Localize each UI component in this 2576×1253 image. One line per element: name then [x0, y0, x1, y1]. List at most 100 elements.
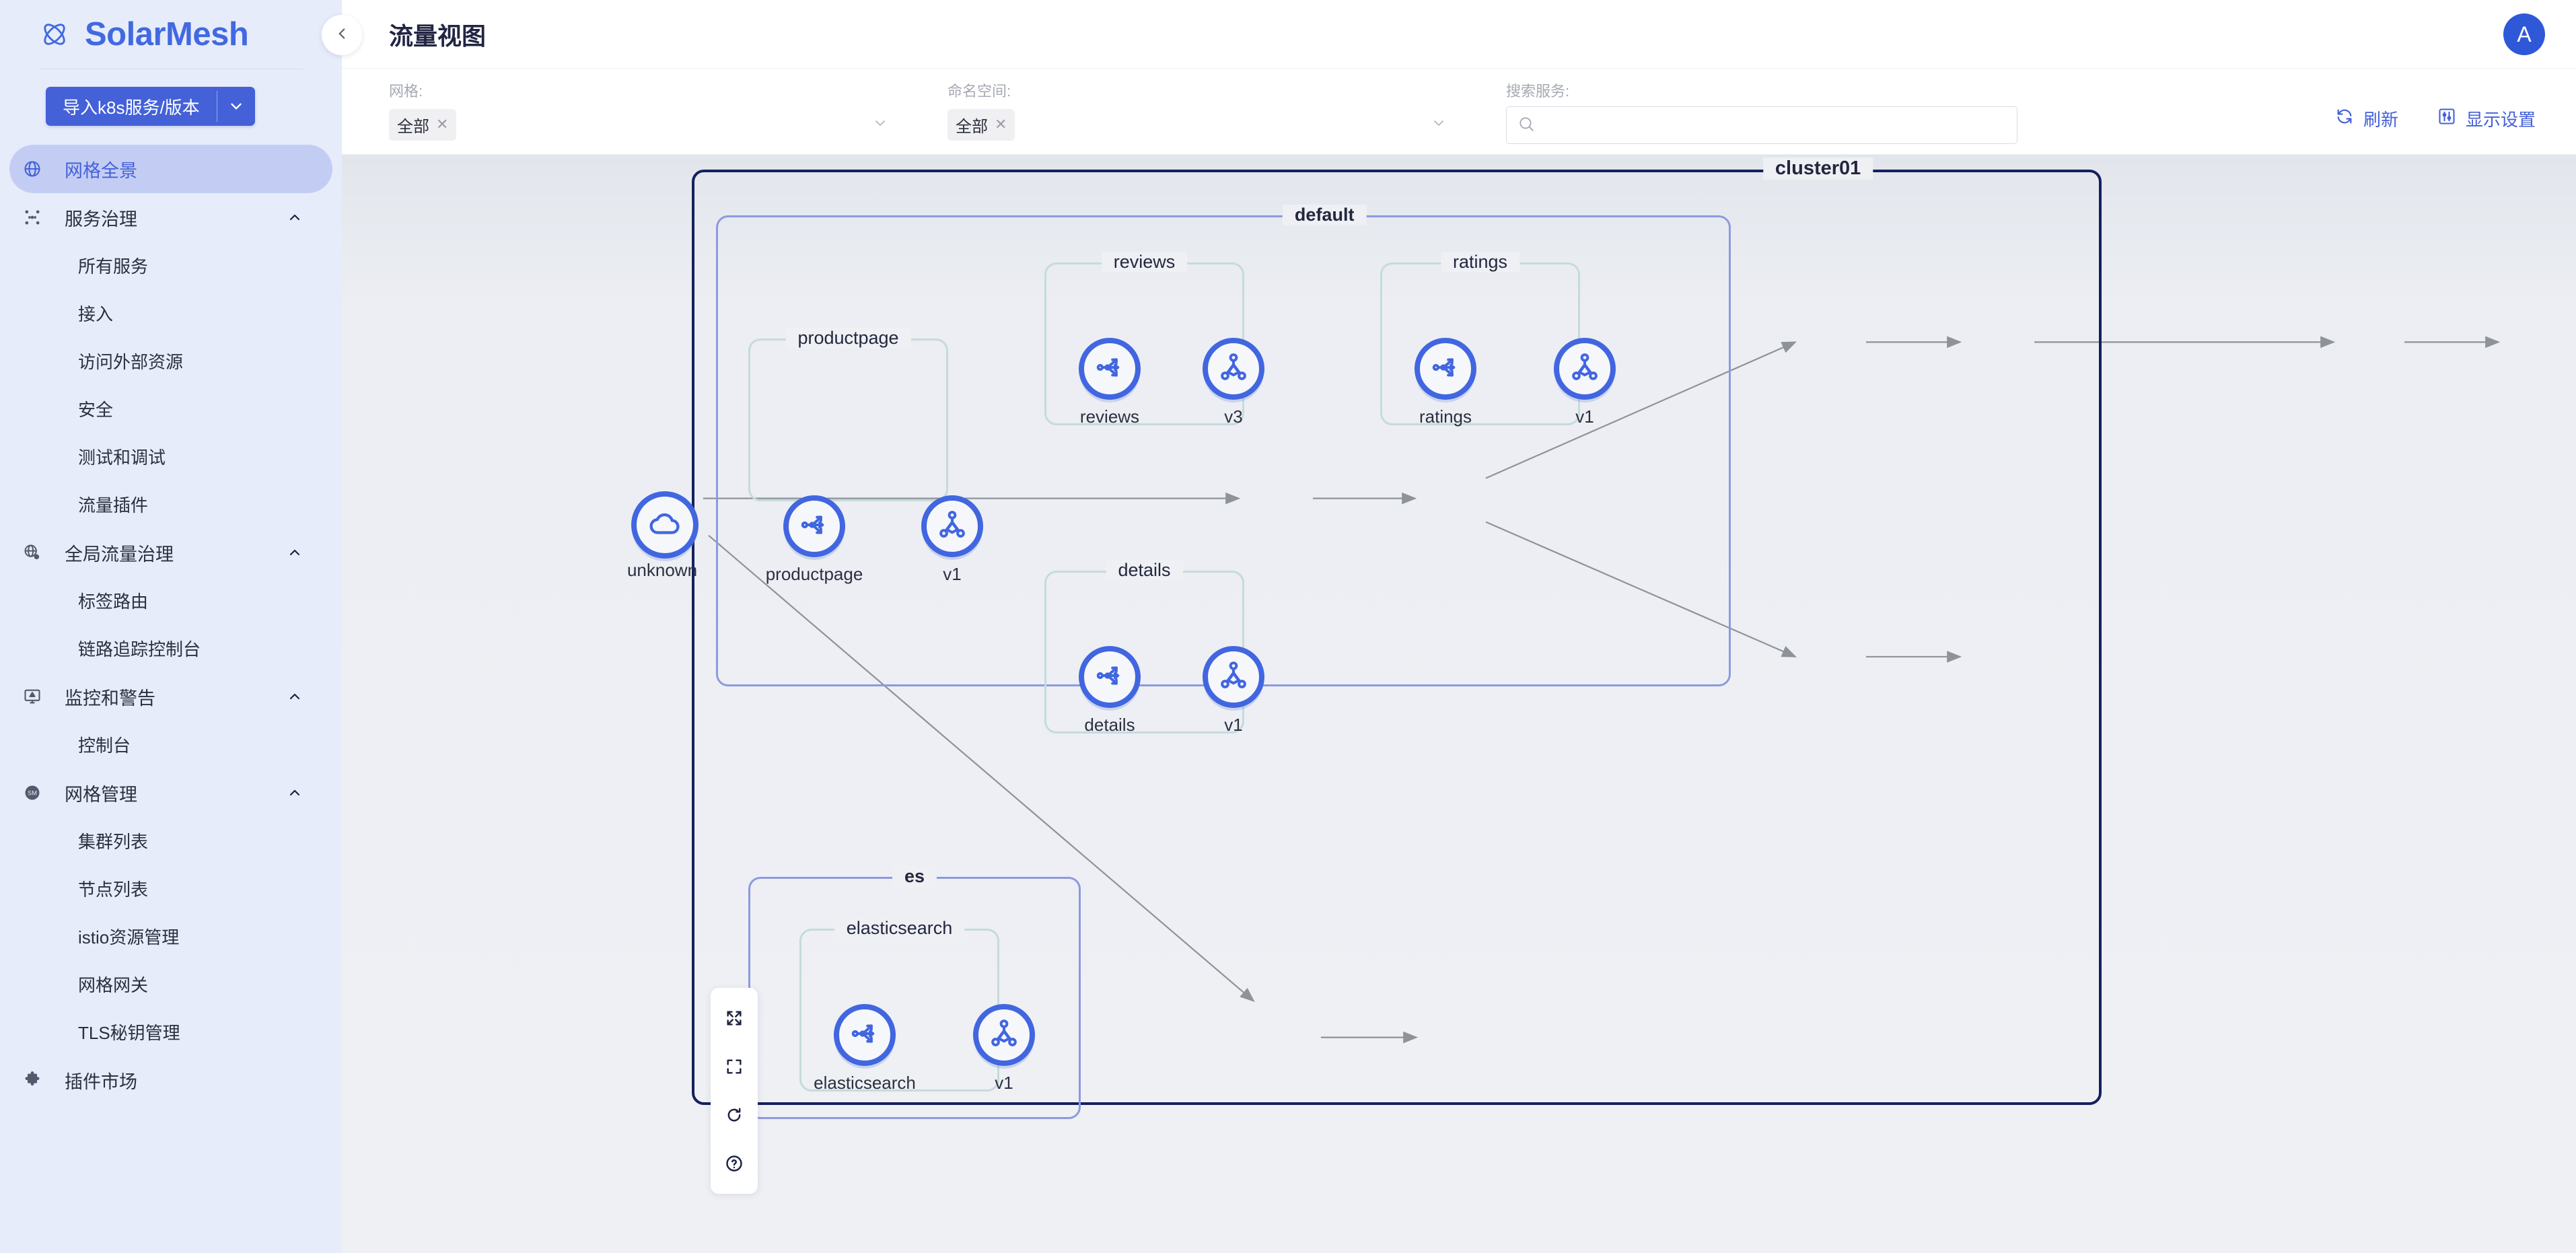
search-box[interactable] — [1506, 106, 2017, 144]
fit-screen-icon[interactable] — [714, 1043, 754, 1090]
namespace-filter-label: 命名空间: — [947, 83, 1011, 100]
service-search-filter: 搜索服务: — [1506, 69, 2017, 144]
version-node-icon — [935, 508, 969, 545]
avatar[interactable]: A — [2503, 13, 2545, 55]
sidebar-item-12[interactable]: 控制台 — [0, 721, 342, 768]
node-label: v3 — [1224, 406, 1243, 427]
import-k8s-button[interactable]: 导入k8s服务/版本 — [46, 87, 255, 126]
node-ring — [1203, 338, 1264, 400]
cluster-group-cluster01[interactable]: cluster01 — [692, 157, 2102, 1105]
version-node-icon — [1568, 351, 1602, 388]
sidebar-item-18[interactable]: TLS秘钥管理 — [0, 1008, 342, 1056]
sidebar-item-label: 所有服务 — [78, 256, 149, 277]
close-x-icon[interactable]: ✕ — [995, 116, 1007, 133]
globe-icon — [23, 159, 51, 178]
traffic-graph-canvas[interactable]: cluster01 default productpage reviews ra… — [342, 155, 2576, 1253]
sidebar-item-9[interactable]: 标签路由 — [0, 577, 342, 624]
svg-text:SM: SM — [28, 790, 37, 797]
close-x-icon[interactable]: ✕ — [436, 116, 449, 133]
node-reviews-v3[interactable]: v3 — [1203, 338, 1264, 427]
node-ratings-service[interactable]: ratings — [1415, 338, 1476, 427]
namespace-select[interactable]: 全部 ✕ — [947, 106, 1459, 143]
chevron-up-icon[interactable] — [287, 785, 303, 801]
sidebar-item-3[interactable]: 接入 — [0, 289, 342, 337]
namespace-selected-tag: 全部 ✕ — [947, 108, 1015, 141]
sidebar-item-label: 控制台 — [78, 736, 131, 756]
node-elasticsearch-service[interactable]: elasticsearch — [814, 1004, 916, 1093]
chevron-down-icon[interactable] — [872, 115, 888, 135]
node-label: v1 — [1575, 406, 1594, 427]
display-settings-button[interactable]: 显示设置 — [2437, 106, 2536, 131]
service-group-label: productpage — [785, 328, 911, 349]
node-ring — [783, 495, 845, 557]
help-icon[interactable] — [714, 1140, 754, 1187]
node-unknown[interactable]: unknown — [627, 491, 699, 580]
refresh-button[interactable]: 刷新 — [2335, 106, 2398, 131]
sidebar-item-5[interactable]: 安全 — [0, 385, 342, 433]
node-elasticsearch-v1[interactable]: v1 — [973, 1004, 1035, 1093]
sidebar-collapse-button[interactable] — [322, 15, 362, 55]
sidebar-item-label: 全局流量治理 — [65, 544, 174, 565]
sidebar: SolarMesh 导入k8s服务/版本 网格全景服务治理所有服务接入访问外部资… — [0, 0, 342, 1253]
expand-arrows-icon[interactable] — [714, 995, 754, 1042]
reload-icon[interactable] — [714, 1091, 754, 1139]
refresh-button-label: 刷新 — [2363, 110, 2398, 130]
import-button-wrap: 导入k8s服务/版本 — [0, 69, 342, 145]
node-label: v1 — [1224, 715, 1243, 735]
sidebar-item-8[interactable]: 全局流量治理 — [0, 528, 342, 577]
cloud-icon — [647, 505, 683, 545]
service-group-label: ratings — [1440, 252, 1520, 273]
service-group-productpage[interactable]: productpage — [748, 328, 948, 501]
version-node-icon — [987, 1017, 1021, 1054]
sidebar-item-11[interactable]: 监控和警告 — [0, 672, 342, 721]
node-ring — [834, 1004, 896, 1066]
service-group-label: elasticsearch — [834, 918, 965, 939]
brand-name: SolarMesh — [85, 16, 249, 52]
avatar-initial: A — [2517, 22, 2532, 46]
node-ratings-v1[interactable]: v1 — [1554, 338, 1616, 427]
node-ring — [1554, 338, 1616, 400]
sidebar-item-14[interactable]: 集群列表 — [0, 817, 342, 865]
top-actions: 刷新 显示设置 — [2335, 106, 2536, 131]
chevron-down-icon[interactable] — [217, 87, 255, 126]
service-group-ratings[interactable]: ratings — [1380, 252, 1580, 425]
service-group-label: details — [1106, 560, 1183, 581]
chevron-up-icon[interactable] — [287, 688, 303, 705]
node-details-service[interactable]: details — [1079, 646, 1141, 735]
sidebar-item-4[interactable]: 访问外部资源 — [0, 337, 342, 385]
service-group-details[interactable]: details — [1044, 560, 1244, 733]
sidebar-item-6[interactable]: 测试和调试 — [0, 433, 342, 480]
sidebar-item-16[interactable]: istio资源管理 — [0, 912, 342, 960]
sidebar-item-label: 网格管理 — [65, 784, 137, 805]
topbar: 流量视图 A — [322, 0, 2576, 69]
node-ring — [921, 495, 983, 557]
node-ring — [973, 1004, 1035, 1066]
service-group-elasticsearch[interactable]: elasticsearch — [799, 918, 999, 1091]
node-ring — [1079, 338, 1141, 400]
version-node-icon — [1217, 351, 1250, 388]
node-details-v1[interactable]: v1 — [1203, 646, 1264, 735]
node-label: v1 — [943, 564, 962, 584]
sidebar-item-0[interactable]: 网格全景 — [9, 145, 332, 193]
chevron-down-icon[interactable] — [1431, 115, 1447, 135]
sidebar-item-17[interactable]: 网格网关 — [0, 960, 342, 1008]
sidebar-item-13[interactable]: SM 网格管理 — [0, 768, 342, 817]
sidebar-item-2[interactable]: 所有服务 — [0, 242, 342, 289]
sidebar-item-label: 标签路由 — [78, 592, 149, 612]
sidebar-item-1[interactable]: 服务治理 — [0, 193, 342, 242]
sidebar-item-label: 访问外部资源 — [78, 352, 184, 372]
sidebar-item-10[interactable]: 链路追踪控制台 — [0, 624, 342, 672]
sidebar-item-15[interactable]: 节点列表 — [0, 865, 342, 912]
chevron-up-icon[interactable] — [287, 544, 303, 561]
node-reviews-service[interactable]: reviews — [1079, 338, 1141, 427]
search-input[interactable] — [1543, 116, 2017, 135]
namespace-filter: 命名空间: 全部 ✕ — [947, 69, 1459, 143]
node-productpage-service[interactable]: productpage — [766, 495, 863, 584]
chevron-up-icon[interactable] — [287, 209, 303, 225]
sidebar-item-label: 节点列表 — [78, 880, 149, 900]
mesh-select[interactable]: 全部 ✕ — [389, 106, 900, 143]
sidebar-item-7[interactable]: 流量插件 — [0, 480, 342, 528]
namespace-group-label: default — [1282, 205, 1367, 225]
node-productpage-v1[interactable]: v1 — [921, 495, 983, 584]
sidebar-item-19[interactable]: 插件市场 — [0, 1056, 342, 1104]
